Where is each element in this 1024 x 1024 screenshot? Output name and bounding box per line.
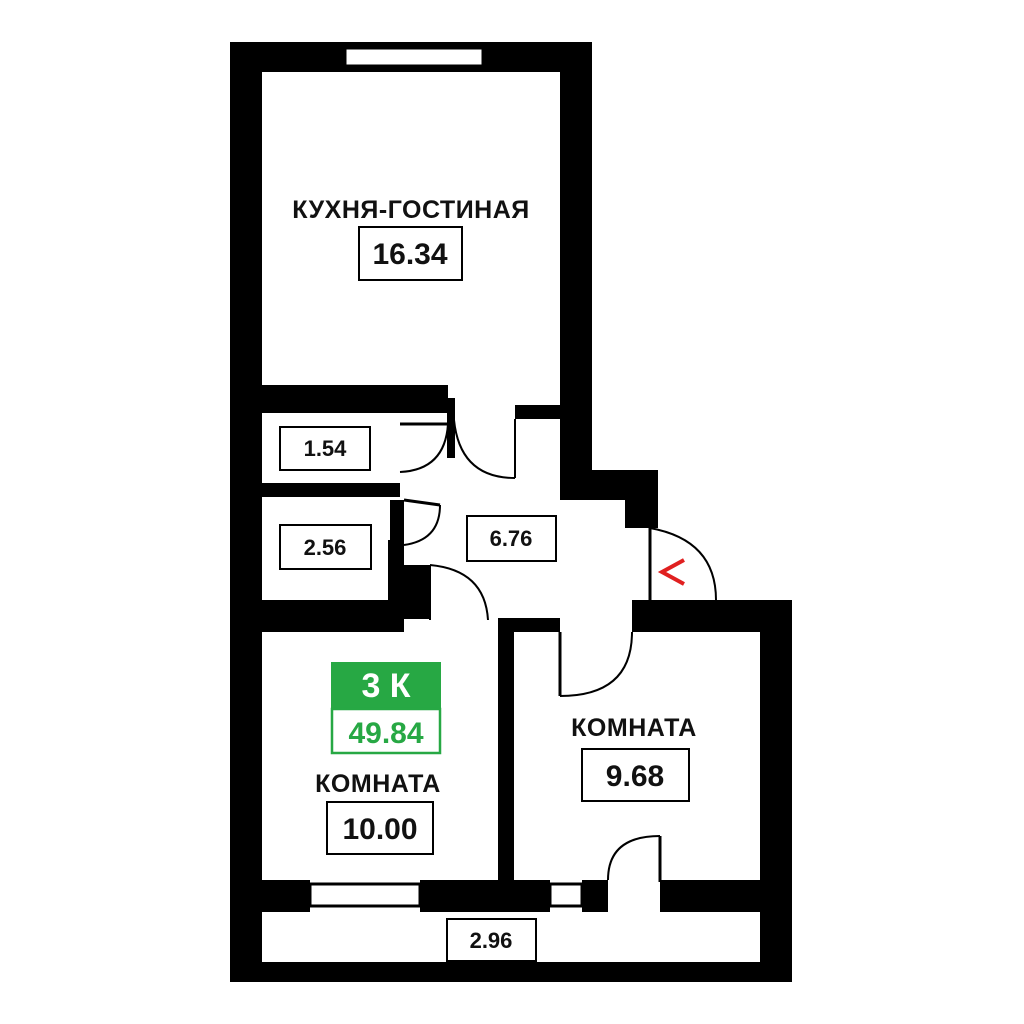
room-left-area-box [326,801,434,855]
apartment-type: 3 К [361,667,410,705]
bathroom-area-box [279,426,371,471]
room-right-name: КОМНАТА [571,714,697,742]
window-room-left [308,882,422,908]
window-room-right [548,882,584,908]
walls [230,42,792,982]
room-left-area: 10.00 [342,813,417,846]
door-room-left [429,564,489,621]
total-area: 49.84 [348,717,423,750]
room-right-area: 9.68 [606,760,664,793]
wc-area: 2.56 [304,535,347,560]
door-kitchen [447,398,516,479]
apartment-type-badge [331,662,441,708]
balcony-area-box [446,918,537,962]
total-area-box [330,707,442,755]
doors [399,398,717,882]
kitchen-area: 16.34 [372,238,447,271]
room-right-area-box [581,748,690,802]
windows [308,46,584,908]
chevron-left-icon [657,558,685,586]
kitchen-area-box [358,226,463,281]
kitchen-name: КУХНЯ-ГОСТИНАЯ [292,196,530,224]
door-bathroom [399,422,449,473]
hall-area: 6.76 [490,526,533,551]
balcony-area: 2.96 [470,928,513,953]
door-balcony [607,835,662,882]
window-kitchen [343,46,485,68]
hall-area-box [466,515,557,562]
room-left-name: КОМНАТА [315,770,441,798]
door-room-right [558,631,633,697]
door-wc [403,498,441,546]
bathroom-area: 1.54 [304,436,348,461]
door-entrance [648,527,717,601]
wc-area-box [279,524,372,570]
